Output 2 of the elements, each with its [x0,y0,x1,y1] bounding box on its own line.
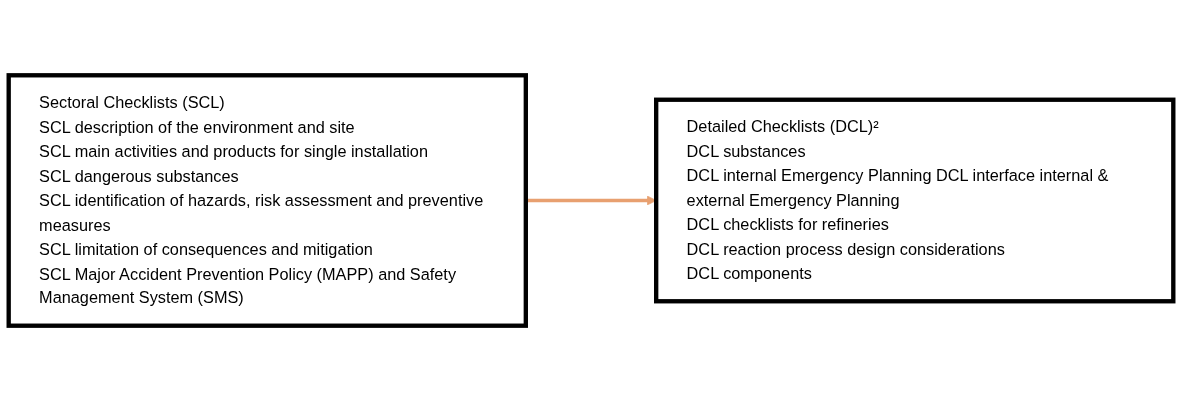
node-box: Detailed Checklists (DCL)² DCL substances DCL internal Emergency Planning DCL interface internal & external Emergency Planning DCL checklists for refineries DCL reaction process design considerations DCL components [654,97,1176,304]
node-box: Sectoral Checklists (SCL) SCL description of the environment and site SCL main activities and products for single installation SCL dangerous substances SCL identification of hazards, risk assessment and preventive measures SCL limitation of consequences and mitigation SCL Major Accident Prevention Policy (MAPP) and Safety Management System (SMS) [6,73,528,328]
